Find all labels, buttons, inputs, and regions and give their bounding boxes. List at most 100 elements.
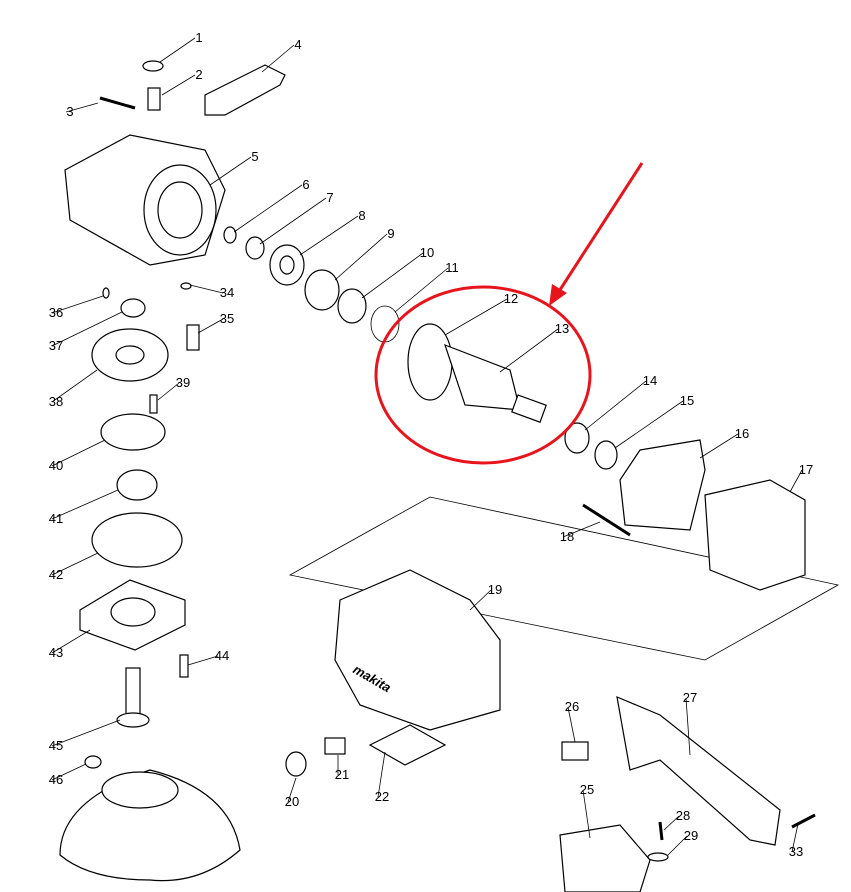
part-label-10: 10 [420,245,434,260]
part-label-44: 44 [215,648,229,663]
frame-armature-assembly [288,496,840,661]
leader-line-36 [51,295,104,314]
part-21-brush-holder [324,737,346,755]
leader-line-5 [209,156,252,186]
leader-line-28 [663,815,680,831]
leader-line-39 [157,382,180,401]
leader-line-41 [51,489,119,520]
part-8-inner [279,255,295,275]
leader-line-38 [51,369,98,403]
part-22-sheet [368,724,447,766]
part-40-plate [100,413,166,451]
leader-line-18 [562,521,601,538]
leader-line-8 [299,215,359,256]
part-19-motor-housing [334,569,501,731]
highlight [374,162,644,465]
part-20-cap [285,751,307,777]
leader-line-35 [197,318,224,334]
part-label-35: 35 [220,311,234,326]
leader-lines [51,37,803,856]
part-label-14: 14 [643,373,657,388]
part-label-42: 42 [49,567,63,582]
part-6 [223,226,237,244]
leader-line-45 [51,719,121,747]
part-43-bore [110,597,156,627]
part-25-switch [559,824,651,892]
part-label-37: 37 [49,338,63,353]
part-36 [102,287,110,299]
part-label-36: 36 [49,305,63,320]
part-label-21: 21 [335,767,349,782]
part-label-1: 1 [195,30,202,45]
part-2-spring [147,87,161,111]
part-label-6: 6 [302,177,309,192]
leader-line-34 [189,284,224,294]
part-label-16: 16 [735,426,749,441]
part-label-33: 33 [789,844,803,859]
part-45-spindle [125,667,141,719]
leader-line-37 [51,311,123,347]
part-17-field [704,479,806,591]
part-37-bearing [120,298,146,318]
part-10-washer [337,288,367,324]
leader-line-7 [259,197,327,245]
part-label-2: 2 [195,67,202,82]
part-label-26: 26 [565,699,579,714]
part-41-bearing [116,469,158,501]
part-3-screw [99,96,136,110]
leader-line-15 [614,400,684,449]
part-29-clip [647,852,669,862]
part-38-hub [115,345,145,365]
arrow-head-icon [549,284,567,306]
part-label-13: 13 [555,321,569,336]
part-13-armature [444,343,521,411]
part-13-commutator [511,394,547,423]
leader-line-29 [667,835,688,856]
part-label-43: 43 [49,645,63,660]
part-35 [186,324,200,351]
part-label-8: 8 [358,208,365,223]
highlight-arrow [554,162,644,297]
part-44-screw [179,654,189,678]
leader-line-20 [287,777,297,803]
part-label-12: 12 [504,291,518,306]
part-34 [180,282,192,290]
part-18-screw [582,503,631,537]
part-12-fan [407,323,453,401]
leader-line-6 [233,184,303,233]
leader-line-33 [791,823,799,853]
leader-line-14 [584,380,647,431]
subassembly-frames [288,496,840,661]
part-label-39: 39 [176,375,190,390]
parts: makita [59,60,816,892]
leader-line-19 [469,589,492,611]
part-label-29: 29 [684,828,698,843]
part-label-41: 41 [49,511,63,526]
part-9-ring [304,269,340,311]
part-label-9: 9 [387,226,394,241]
part-label-22: 22 [375,789,389,804]
part-7-gear [245,236,265,260]
part-26-brush [561,741,589,761]
part-label-19: 19 [488,582,502,597]
highlight-circle [374,285,592,465]
leader-line-25 [582,789,591,839]
part-housing-inner [157,181,203,239]
part-4-cover [204,64,286,116]
leader-line-27 [685,697,691,756]
part-label-40: 40 [49,458,63,473]
part-1-cap [142,60,164,72]
part-label-5: 5 [251,149,258,164]
part-label-7: 7 [326,190,333,205]
leader-line-17 [789,469,803,493]
part-label-27: 27 [683,690,697,705]
part-42-o-ring [91,512,183,568]
part-15-bearing [594,440,618,470]
part-guard-collar [101,771,179,809]
part-16-baffle [619,439,706,531]
part-label-4: 4 [294,37,301,52]
leader-line-11 [394,267,449,313]
leader-line-43 [51,629,91,654]
